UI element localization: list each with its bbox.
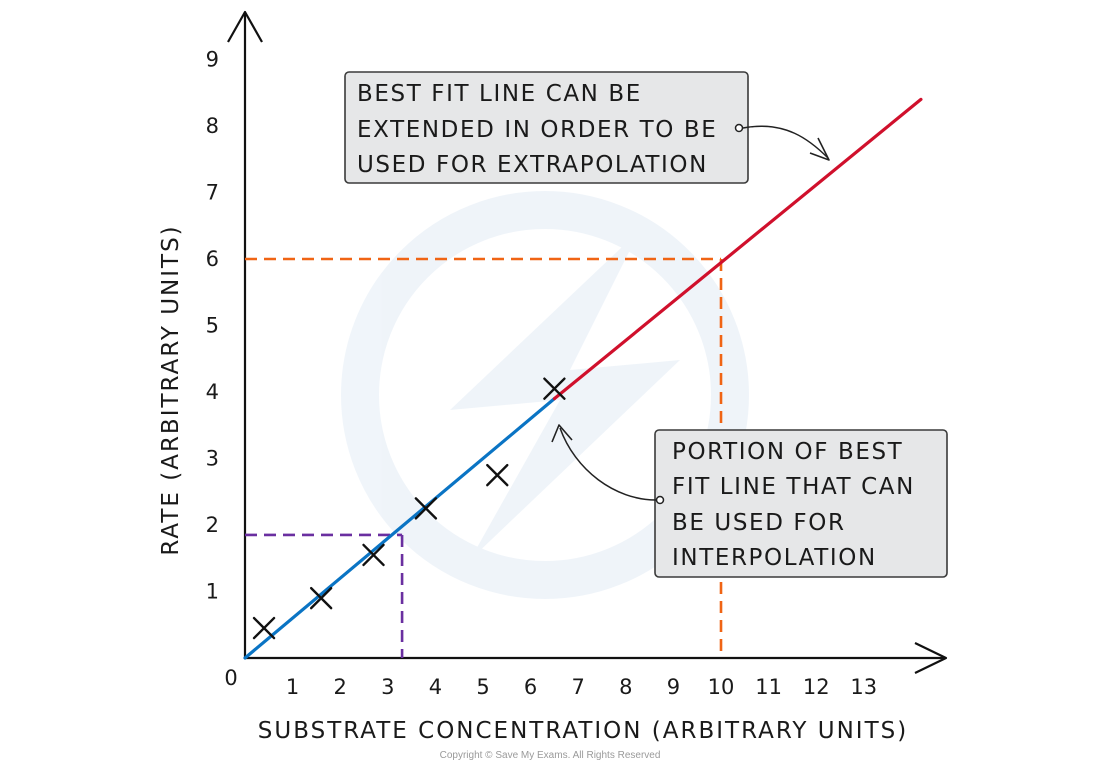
x-tick-label: 9 (667, 675, 680, 699)
watermark-logo (341, 191, 749, 599)
interpolation-callout-dot (655, 495, 665, 505)
extrapolation-callout-line: BEST FIT LINE CAN BE (357, 81, 642, 107)
extrapolation-callout-dot (734, 123, 744, 133)
y-tick-label: 3 (206, 447, 219, 471)
extrapolation-arrowhead-icon (809, 137, 830, 161)
best-fit-lines (243, 97, 923, 660)
interpolation-callout-line: PORTION OF BEST (672, 439, 903, 465)
extrapolation-callout-line: USED FOR EXTRAPOLATION (357, 152, 708, 178)
data-point-marker (543, 377, 566, 400)
interpolation-callout-line: FIT LINE THAT CAN (672, 474, 915, 500)
x-tick-label: 3 (381, 675, 394, 699)
copyright-notice: Copyright © Save My Exams. All Rights Re… (440, 750, 661, 761)
y-tick-label: 4 (206, 380, 219, 404)
x-axis-label: SUBSTRATE CONCENTRATION (ARBITRARY UNITS… (258, 718, 908, 744)
x-tick-label: 11 (755, 675, 782, 699)
data-points (252, 377, 566, 640)
data-point-marker (309, 586, 333, 610)
extrapolation-callout: BEST FIT LINE CAN BE EXTENDED IN ORDER T… (344, 71, 830, 184)
y-tick-label: 6 (206, 247, 219, 271)
data-point-marker (252, 616, 276, 640)
y-tick-label: 5 (206, 314, 219, 338)
y-tick-label: 9 (206, 48, 219, 72)
interpolation-callout-arrow (559, 427, 657, 501)
interpolation-arrowhead-icon (551, 424, 573, 443)
x-tick-label: 1 (286, 675, 299, 699)
x-tick-label: 6 (524, 675, 537, 699)
y-tick-label: 1 (206, 580, 219, 604)
axes (227, 10, 948, 674)
data-point-marker (486, 463, 509, 487)
y-tick-label: 2 (206, 513, 219, 537)
y-axis-arrow-icon (227, 10, 263, 43)
interpolation-callout: PORTION OF BEST FIT LINE THAT CAN BE USE… (551, 424, 948, 578)
extrapolation-callout-line: EXTENDED IN ORDER TO BE (357, 117, 717, 143)
interpolation-callout-line: BE USED FOR (672, 510, 846, 536)
best-fit-line-extrapolation (552, 97, 923, 401)
y-tick-label: 7 (206, 181, 219, 205)
x-tick-label: 13 (850, 675, 877, 699)
y-tick-label: 8 (206, 114, 219, 138)
x-tick-label: 10 (708, 675, 735, 699)
best-fit-line-interpolation (243, 397, 557, 660)
x-tick-label: 2 (334, 675, 347, 699)
x-tick-label: 5 (476, 675, 489, 699)
y-axis-label: RATE (ARBITRARY UNITS) (158, 224, 184, 555)
origin-label: 0 (224, 666, 237, 690)
x-tick-label: 12 (803, 675, 830, 699)
x-tick-label: 4 (429, 675, 442, 699)
interpolation-callout-line: INTERPOLATION (672, 545, 877, 571)
x-tick-label: 7 (572, 675, 585, 699)
data-point-marker (414, 497, 438, 520)
x-tick-label: 8 (619, 675, 632, 699)
x-axis-arrow-icon (914, 642, 948, 674)
extrapolation-callout-arrow (742, 125, 829, 159)
data-point-marker (362, 543, 385, 567)
interpolation-callout-box (654, 429, 948, 578)
